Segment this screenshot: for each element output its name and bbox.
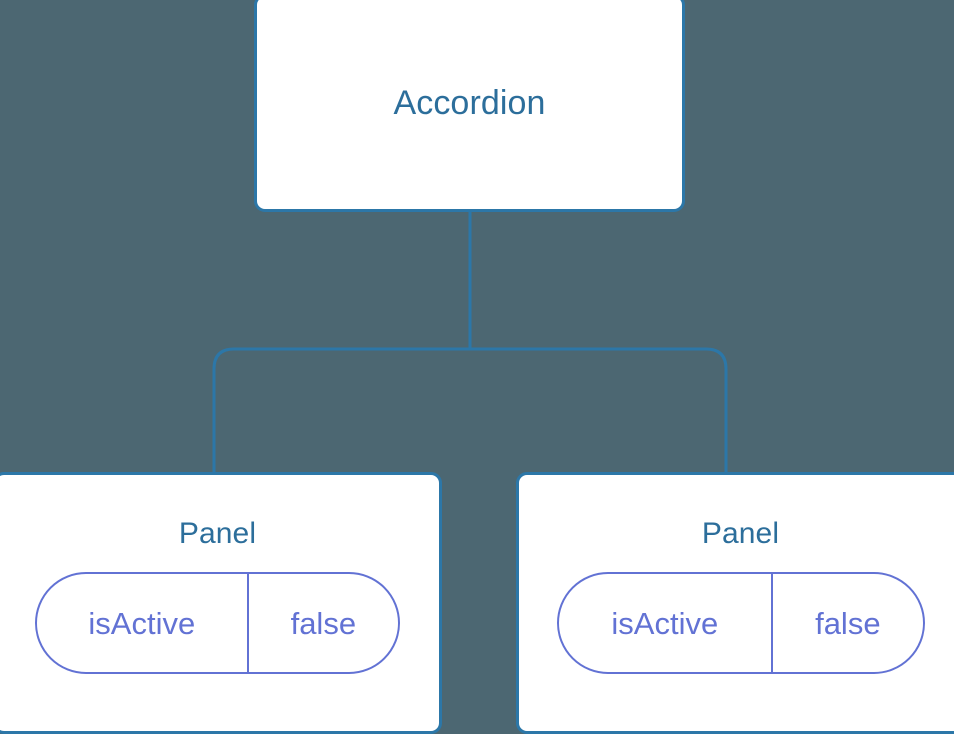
node-panel-left-title: Panel [178, 517, 257, 550]
prop-pill-isactive[interactable]: isActive false [556, 572, 925, 674]
edge-bus-to-panel-left [212, 347, 470, 474]
prop-value-isactive: false [815, 605, 881, 641]
node-panel-left[interactable]: Panel isActive false [0, 472, 442, 734]
prop-key-isactive: isActive [559, 574, 774, 672]
node-accordion-title: Accordion [393, 84, 546, 122]
node-panel-right-title: Panel [701, 517, 780, 550]
node-panel-right[interactable]: Panel isActive false [516, 472, 954, 734]
prop-pill-isactive[interactable]: isActive false [35, 572, 400, 674]
edge-bus-to-panel-right [470, 347, 728, 474]
prop-value-isactive: false [290, 605, 357, 641]
node-accordion[interactable]: Accordion [254, 0, 685, 212]
prop-key-isactive: isActive [37, 574, 249, 672]
